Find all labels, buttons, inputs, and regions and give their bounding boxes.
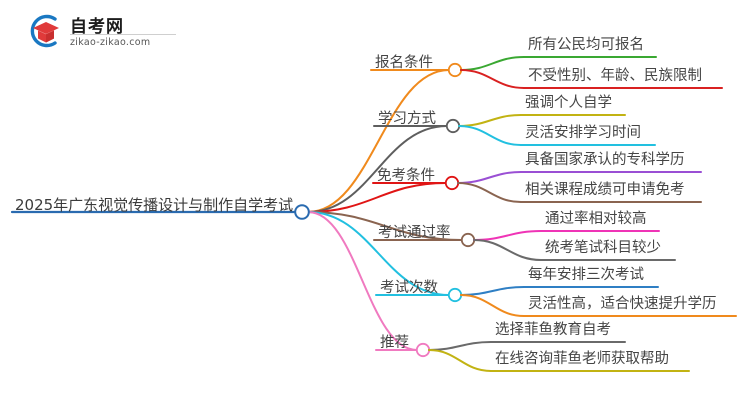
leaf-label-1-0[interactable]: 强调个人自学 — [525, 95, 612, 111]
leaf-label-3-1[interactable]: 统考笔试科目较少 — [545, 240, 661, 256]
branch-node-0[interactable] — [447, 62, 463, 78]
leaf-connector-1-0 — [458, 114, 522, 127]
leaf-label-2-0[interactable]: 具备国家承认的专科学历 — [525, 152, 685, 168]
leaf-label-5-1[interactable]: 在线咨询菲鱼老师获取帮助 — [495, 351, 669, 367]
leaf-connector-1-1 — [458, 125, 522, 146]
leaf-label-0-1[interactable]: 不受性别、年龄、民族限制 — [528, 68, 702, 84]
leaf-label-4-1[interactable]: 灵活性高，适合快速提升学历 — [528, 296, 717, 312]
branch-connector-5 — [307, 211, 418, 351]
branch-connector-1 — [307, 125, 448, 213]
branch-node-2[interactable] — [444, 175, 460, 191]
leaf-connector-4-0 — [460, 286, 525, 296]
leaf-connector-2-1 — [457, 182, 522, 203]
root-node-label[interactable]: 2025年广东视觉传播设计与制作自学考试 — [15, 196, 294, 214]
leaf-label-0-0[interactable]: 所有公民均可报名 — [528, 37, 644, 53]
branch-node-4[interactable] — [447, 287, 463, 303]
leaf-label-2-1[interactable]: 相关课程成绩可申请免考 — [525, 182, 685, 198]
branch-connector-3 — [307, 211, 463, 241]
leaf-label-3-0[interactable]: 通过率相对较高 — [545, 211, 647, 227]
leaf-connector-5-0 — [428, 341, 492, 351]
leaf-label-5-0[interactable]: 选择菲鱼教育自考 — [495, 322, 611, 338]
branch-label-5[interactable]: 推荐 — [380, 335, 409, 351]
logo-title: 自考网 — [70, 17, 124, 37]
leaf-connector-4-1 — [460, 294, 525, 317]
branch-node-3[interactable] — [460, 232, 476, 248]
leaf-connector-0-0 — [460, 56, 525, 71]
branch-connector-0 — [307, 69, 450, 213]
leaf-connector-2-0 — [457, 171, 522, 184]
leaf-label-4-0[interactable]: 每年安排三次考试 — [528, 267, 644, 283]
branch-node-5[interactable] — [415, 342, 431, 358]
branch-connector-4 — [307, 211, 450, 296]
leaf-connector-3-0 — [473, 230, 542, 241]
site-logo: 自考网 zikao-zikao.com — [26, 10, 176, 52]
branch-connector-2 — [307, 182, 447, 213]
graduation-cap-icon — [30, 14, 59, 48]
leaf-label-1-1[interactable]: 灵活安排学习时间 — [525, 125, 641, 141]
branch-node-1[interactable] — [445, 118, 461, 134]
branch-label-4[interactable]: 考试次数 — [380, 280, 438, 296]
leaf-connector-5-1 — [428, 349, 492, 372]
branch-label-2[interactable]: 免考条件 — [377, 168, 435, 184]
branch-label-3[interactable]: 考试通过率 — [378, 225, 451, 241]
leaf-connector-0-1 — [460, 69, 525, 89]
logo-url: zikao-zikao.com — [70, 34, 176, 48]
branch-label-1[interactable]: 学习方式 — [378, 111, 436, 127]
leaf-connector-3-1 — [473, 239, 542, 261]
branch-label-0[interactable]: 报名条件 — [375, 55, 433, 71]
root-node[interactable] — [294, 204, 310, 220]
